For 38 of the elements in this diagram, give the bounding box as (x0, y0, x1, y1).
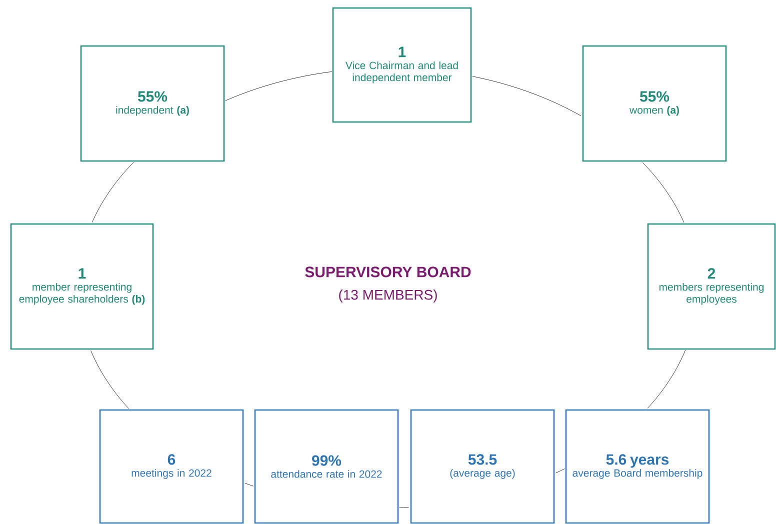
stat-description: member representing employee shareholders (b) (19, 282, 145, 305)
ring-line (556, 468, 566, 474)
stat-description: women (a) (629, 106, 679, 116)
stat-value: 53.5 (468, 454, 497, 465)
stat-value: 99% (312, 455, 342, 466)
ring-line (472, 76, 582, 116)
stat-box (332, 7, 472, 123)
stat-box (410, 409, 555, 524)
ring-line (92, 162, 134, 222)
board-subtitle: (13 MEMBERS) (339, 289, 437, 303)
stat-value: 55% (138, 91, 168, 102)
stat-description: attendance rate in 2022 (271, 470, 382, 478)
stat-description: meetings in 2022 (132, 469, 212, 479)
stat-value: 55% (640, 91, 670, 102)
stat-value: 6 (168, 454, 176, 465)
stat-box (254, 409, 399, 524)
stat-value: 1 (398, 46, 406, 58)
stat-box (99, 409, 244, 524)
stat-description: average Board membership (572, 469, 702, 479)
ring-line (399, 507, 410, 508)
stat-description: members representing employees (659, 283, 764, 305)
ring-line (244, 482, 254, 486)
stat-value: 1 (78, 268, 86, 279)
stat-box (80, 45, 225, 162)
ring-line (642, 162, 684, 223)
ring-line (90, 350, 130, 409)
stat-box (565, 409, 710, 524)
stat-description: independent (a) (116, 106, 189, 116)
stat-box (582, 45, 727, 162)
stat-box (647, 223, 776, 350)
stat-value: 5.6 years (606, 454, 669, 468)
stat-value: 2 (708, 268, 716, 279)
board-title: SUPERVISORY BOARD (305, 266, 471, 278)
stat-description: (average age) (450, 469, 515, 479)
ring-line (224, 71, 332, 101)
stat-description: Vice Chairman and lead independent member (346, 61, 458, 84)
stat-box (10, 223, 154, 350)
ring-line (647, 350, 686, 408)
